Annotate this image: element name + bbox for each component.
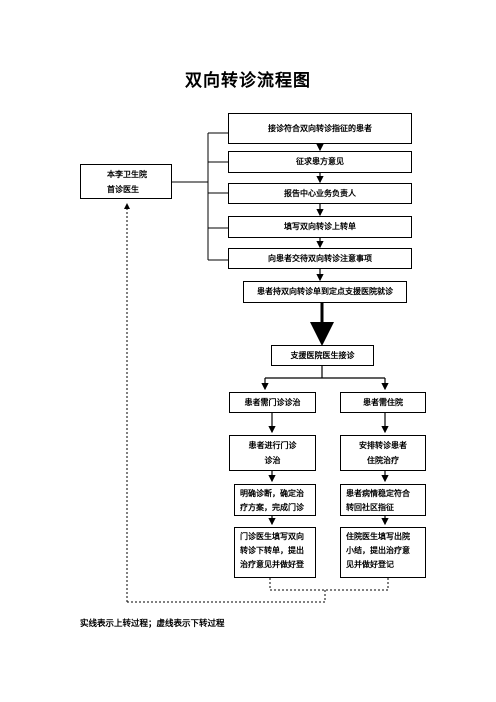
dotted-return-lines: [124, 203, 389, 603]
inpatient-treatment-box: 安排转诊患者 住院治疗: [340, 435, 426, 471]
branch-lines: [261, 366, 389, 526]
step-receive-patient: 接诊符合双向转诊指征的患者: [228, 113, 412, 144]
branch-inpatient: 患者需住院: [340, 392, 426, 413]
branch-outpatient: 患者需门诊诊治: [229, 392, 316, 413]
step-support-doctor-receives: 支援医院医生接诊: [271, 345, 374, 366]
step-fill-upward-form: 填写双向转诊上转单: [228, 216, 412, 238]
outpatient-treatment-box: 患者进行门诊 诊治: [229, 435, 316, 471]
bracket-lines: [172, 132, 228, 261]
step-visit-support-hospital: 患者持双向转诊单到定点支援医院就诊: [243, 281, 407, 303]
outpatient-downward-form-box: 门诊医生填写双向 转诊下转单，提出 治疗意见并做好登: [234, 527, 316, 578]
inpatient-discharge-form-box: 住院医生填写出院 小结，提出治疗意 见并做好登记: [340, 527, 426, 578]
diagram-title: 双向转诊流程图: [185, 71, 311, 91]
step-seek-opinion: 征求患方意见: [228, 151, 412, 173]
outpatient-diagnosis-box: 明确诊断，确定治 疗方案，完成门诊: [234, 484, 316, 516]
inpatient-stable-box: 患者病情稳定符合 转回社区指征: [340, 484, 426, 516]
origin-doctor-box: 本李卫生院 首诊医生: [80, 164, 172, 199]
step-report-supervisor: 报告中心业务负责人: [228, 183, 412, 204]
step-explain-precautions: 向患者交待双向转诊注意事项: [228, 248, 412, 269]
legend-footnote: 实线表示上转过程；虚线表示下转过程: [80, 619, 225, 629]
